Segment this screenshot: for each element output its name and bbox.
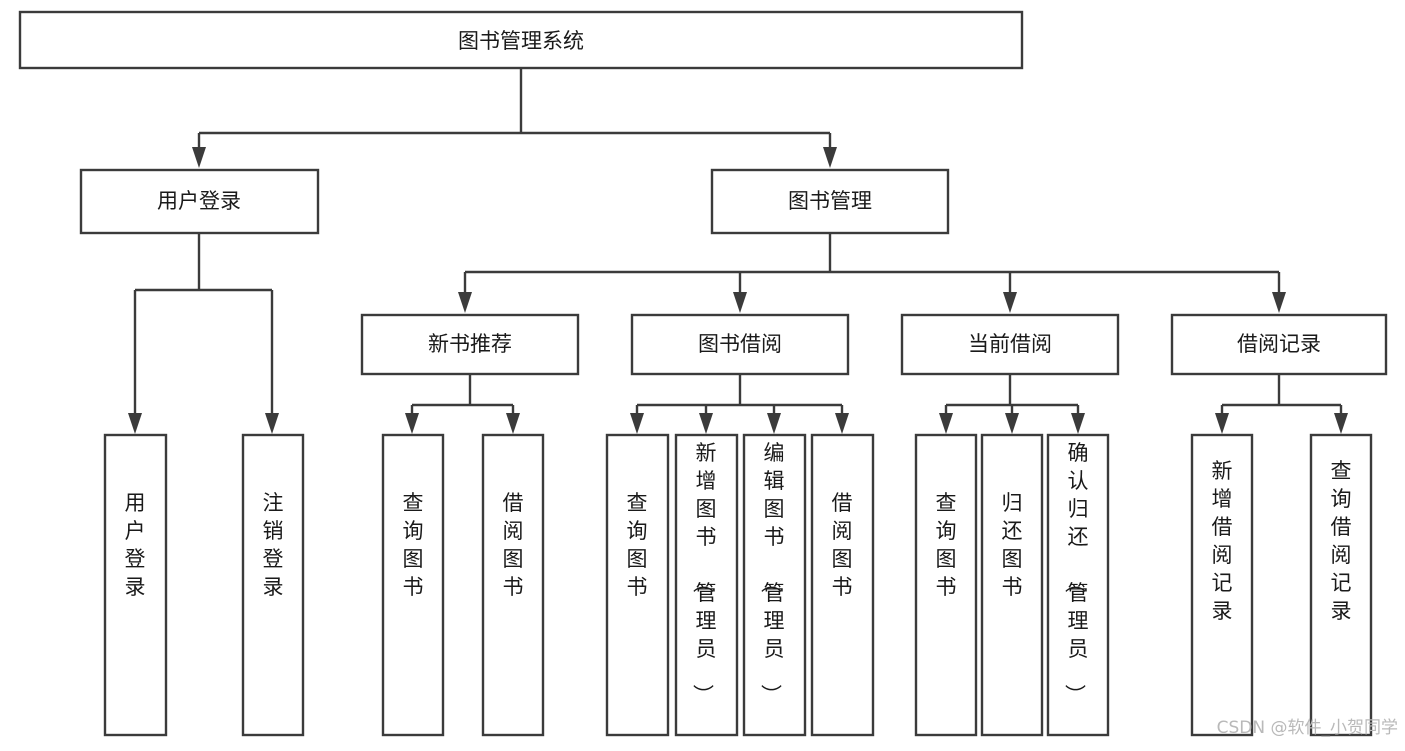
node-borrow-record[interactable]: 借阅记录 [1170, 313, 1388, 376]
node-new-book-rec-box[interactable] [360, 313, 580, 376]
arrow-head-user-login [192, 147, 206, 168]
node-leaf-query-book-3-label: 查询图书 [936, 491, 957, 599]
connector-group-book-manage [458, 233, 1286, 313]
node-borrow-record-label: 借阅记录 [1237, 332, 1321, 356]
node-book-manage-box[interactable] [710, 168, 950, 235]
connector-group-user-login [128, 233, 279, 434]
node-leaf-add-book[interactable]: 新增图书（管理员） [674, 433, 739, 737]
arrow-head-leaf-add-book [699, 413, 713, 434]
arrow-head-leaf-return-book [1005, 413, 1019, 434]
node-current-borrow-box[interactable] [900, 313, 1120, 376]
node-leaf-logout-label: 注销登录 [263, 491, 284, 599]
node-leaf-return-book-label: 归还图书 [1002, 491, 1023, 599]
node-new-book-rec[interactable]: 新书推荐 [360, 313, 580, 376]
arrow-head-book-manage [823, 147, 837, 168]
arrow-head-leaf-edit-book [767, 413, 781, 434]
node-user-login-box[interactable] [79, 168, 320, 235]
arrow-head-leaf-query-record [1334, 413, 1348, 434]
node-leaf-query-book-1-box[interactable] [381, 433, 445, 737]
node-leaf-query-book-1[interactable]: 查询图书 [381, 433, 445, 737]
connector-group-book-borrow [630, 374, 849, 434]
arrow-head-leaf-borrow-book-1 [506, 413, 520, 434]
node-leaf-borrow-book-2[interactable]: 借阅图书 [810, 433, 875, 737]
node-leaf-logout-box[interactable] [241, 433, 305, 737]
node-user-login[interactable]: 用户登录 [79, 168, 320, 235]
node-leaf-query-book-2-box[interactable] [605, 433, 670, 737]
node-leaf-borrow-book-1-box[interactable] [481, 433, 545, 737]
connector-group-borrow-record [1215, 374, 1348, 434]
node-current-borrow-label: 当前借阅 [968, 332, 1052, 356]
node-current-borrow[interactable]: 当前借阅 [900, 313, 1120, 376]
node-leaf-query-record-label: 查询借阅记录 [1331, 459, 1352, 623]
node-leaf-query-book-2-label: 查询图书 [627, 491, 648, 599]
arrow-head-leaf-user-login [128, 413, 142, 434]
node-borrow-record-box[interactable] [1170, 313, 1388, 376]
node-leaf-return-book[interactable]: 归还图书 [980, 433, 1044, 737]
node-root-label: 图书管理系统 [458, 29, 584, 53]
node-leaf-confirm-return[interactable]: 确认归还（管理员） [1046, 433, 1110, 737]
node-leaf-query-book-3-box[interactable] [914, 433, 978, 737]
node-leaf-query-book-3[interactable]: 查询图书 [914, 433, 978, 737]
node-leaf-edit-book[interactable]: 编辑图书（管理员） [742, 433, 807, 737]
node-book-manage[interactable]: 图书管理 [710, 168, 950, 235]
node-leaf-borrow-book-2-box[interactable] [810, 433, 875, 737]
node-book-borrow[interactable]: 图书借阅 [630, 313, 850, 376]
arrow-head-book-borrow [733, 292, 747, 313]
node-leaf-borrow-book-1-label: 借阅图书 [503, 491, 524, 599]
arrow-head-leaf-add-record [1215, 413, 1229, 434]
node-leaf-return-book-box[interactable] [980, 433, 1044, 737]
arrow-head-borrow-record [1272, 292, 1286, 313]
node-new-book-rec-label: 新书推荐 [428, 332, 512, 356]
node-leaf-add-book-label: 新增图书（管理员） [691, 441, 717, 705]
node-leaf-confirm-return-label: 确认归还（管理员） [1063, 441, 1089, 705]
node-leaf-query-book-1-label: 查询图书 [403, 491, 424, 599]
arrow-head-leaf-query-book-1 [405, 413, 419, 434]
arrow-head-leaf-query-book-2 [630, 413, 644, 434]
watermark-label: CSDN @软件_小贺同学 [1217, 718, 1398, 738]
node-leaf-logout[interactable]: 注销登录 [241, 433, 305, 737]
node-leaf-query-record[interactable]: 查询借阅记录 [1309, 433, 1373, 737]
node-leaf-query-book-2[interactable]: 查询图书 [605, 433, 670, 737]
arrow-head-leaf-logout [265, 413, 279, 434]
node-leaf-edit-book-box[interactable] [742, 433, 807, 737]
node-leaf-user-login-label: 用户登录 [125, 491, 146, 599]
node-user-login-label: 用户登录 [157, 189, 241, 213]
node-leaf-edit-book-label: 编辑图书（管理员） [759, 441, 785, 705]
node-leaf-confirm-return-box[interactable] [1046, 433, 1110, 737]
node-leaf-borrow-book-1[interactable]: 借阅图书 [481, 433, 545, 737]
node-book-manage-label: 图书管理 [788, 189, 872, 213]
node-book-borrow-label: 图书借阅 [698, 332, 782, 356]
arrow-head-leaf-borrow-book-2 [835, 413, 849, 434]
node-leaf-borrow-book-2-label: 借阅图书 [832, 491, 853, 599]
arrow-head-leaf-confirm-return [1071, 413, 1085, 434]
node-leaf-add-book-box[interactable] [674, 433, 739, 737]
node-book-borrow-box[interactable] [630, 313, 850, 376]
connector-group-new-book-rec [405, 374, 520, 434]
arrow-head-leaf-query-book-3 [939, 413, 953, 434]
node-leaf-add-record-box[interactable] [1190, 433, 1254, 737]
arrow-head-current-borrow [1003, 292, 1017, 313]
node-leaf-add-record-label: 新增借阅记录 [1212, 459, 1233, 623]
node-leaf-user-login[interactable]: 用户登录 [103, 433, 168, 737]
node-leaf-query-record-box[interactable] [1309, 433, 1373, 737]
arrow-head-new-book-rec [458, 292, 472, 313]
node-leaf-add-record[interactable]: 新增借阅记录 [1190, 433, 1254, 737]
connector-group-current-borrow [939, 374, 1085, 434]
node-leaf-user-login-box[interactable] [103, 433, 168, 737]
connector-group-root [192, 68, 837, 168]
node-root-box[interactable] [18, 10, 1024, 70]
node-root[interactable]: 图书管理系统 [18, 10, 1024, 70]
